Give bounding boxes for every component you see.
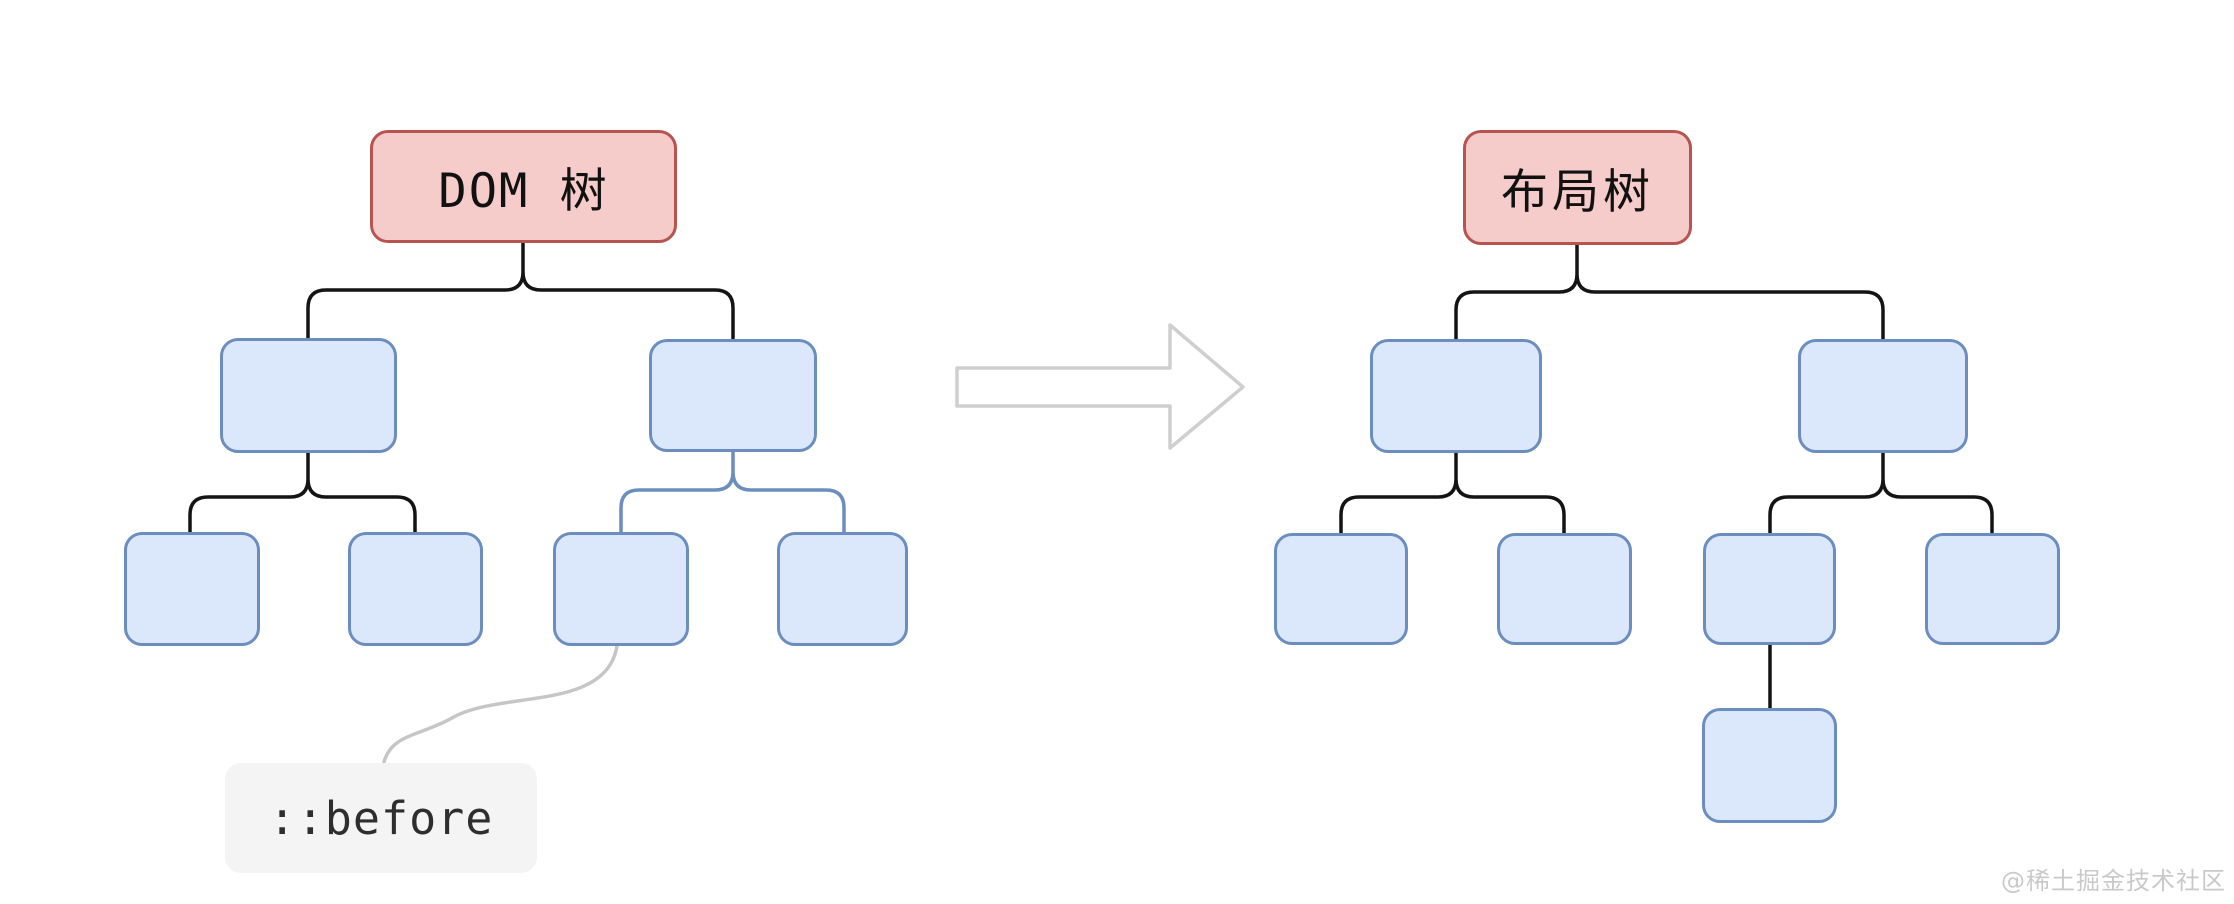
layout-left-child-fork-line — [1339, 451, 1566, 535]
dom-left-child-fork-line — [188, 451, 417, 534]
dom-tree-node-l3-1 — [124, 532, 260, 646]
layout-tree-node-l2-left — [1370, 339, 1542, 453]
dom-tree-node-l3-3 — [553, 532, 689, 646]
dom-tree-node-l3-2 — [348, 532, 483, 646]
layout-tree-node-l2-right — [1798, 339, 1968, 453]
dom-root-fork-line — [306, 241, 735, 340]
layout-root-fork-line — [1454, 243, 1885, 341]
layout-tree-root-label: 布局树 — [1501, 165, 1654, 220]
layout-tree-node-l3-1 — [1274, 533, 1408, 645]
layout-tree-node-l4 — [1702, 708, 1837, 823]
layout-tree-node-l3-3 — [1703, 533, 1836, 645]
transform-arrow-icon — [955, 323, 1245, 450]
watermark-text: @稀土掘金技术社区 — [2001, 867, 2226, 895]
pseudo-element-connector-curve — [382, 644, 619, 764]
pseudo-element-label: ::before — [225, 763, 537, 873]
pseudo-element-label-text: ::before — [268, 791, 494, 845]
layout-right-child-fork-line — [1768, 451, 1994, 535]
dom-tree-node-l2-right — [649, 339, 817, 452]
dom-tree-node-l2-left — [220, 338, 397, 453]
layout-tree-node-l3-4 — [1925, 533, 2060, 645]
dom-tree-root-node: DOM 树 — [370, 130, 677, 243]
dom-tree-node-l3-4 — [777, 532, 908, 646]
layout-tree-node-l3-2 — [1497, 533, 1632, 645]
layout-tree-root-node: 布局树 — [1463, 130, 1692, 245]
dom-tree-root-label: DOM 树 — [438, 164, 609, 219]
dom-right-child-fork-line-blue — [619, 450, 846, 534]
